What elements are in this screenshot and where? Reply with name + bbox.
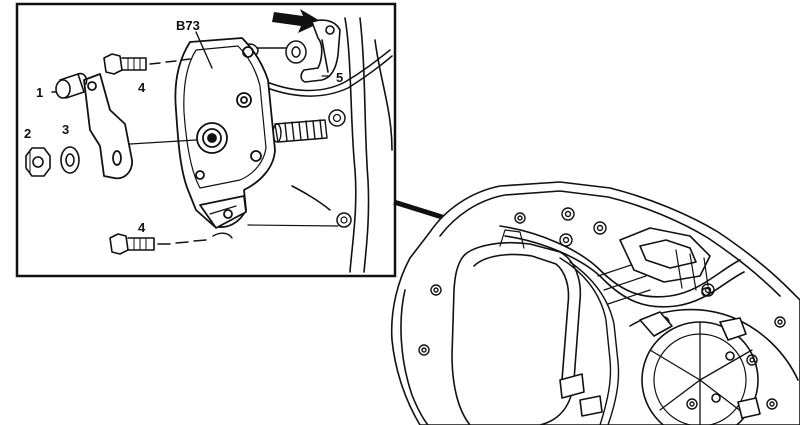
label-b73: B73 xyxy=(176,18,200,33)
nut-item-2 xyxy=(25,147,51,177)
bolt-item-4-upper xyxy=(103,53,191,75)
case-edge xyxy=(291,17,393,273)
label-item-5: 5 xyxy=(336,70,343,85)
range-switch-b73 xyxy=(174,37,276,239)
b73-leader xyxy=(195,31,213,69)
label-item-1: 1 xyxy=(36,85,43,100)
indicator-arrow xyxy=(272,9,322,33)
label-item-2: 2 xyxy=(24,126,31,141)
detail-inset: B73 1 2 3 4 4 5 xyxy=(15,2,397,278)
label-item-4-upper: 4 xyxy=(138,80,146,95)
label-item-3: 3 xyxy=(62,122,69,137)
selector-lever xyxy=(83,73,133,180)
stud-item-1 xyxy=(51,72,88,99)
bolt-item-4-lower xyxy=(109,233,207,255)
washer-item-3 xyxy=(60,146,80,174)
cable xyxy=(261,49,393,97)
splined-shaft xyxy=(272,119,328,143)
bracket-item-5 xyxy=(300,19,341,83)
leader-lines xyxy=(129,139,339,227)
transmission-housing xyxy=(390,181,800,425)
label-item-4-lower: 4 xyxy=(138,220,146,235)
